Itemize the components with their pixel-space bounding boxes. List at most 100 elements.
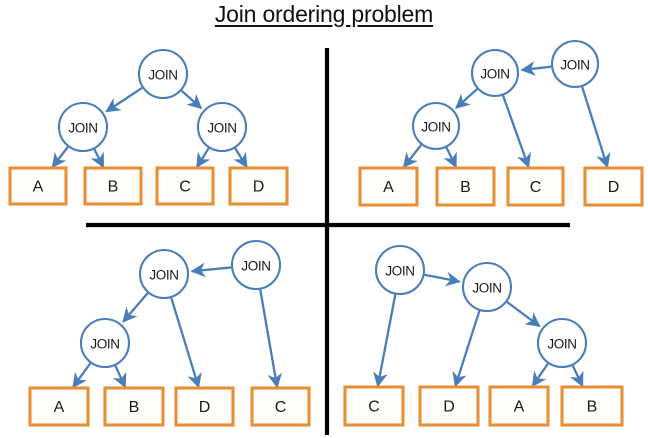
join-node[interactable]: JOIN — [411, 101, 461, 151]
quadrant-dividers — [86, 48, 570, 435]
tree-edge — [443, 147, 458, 169]
relation-box[interactable]: D — [174, 386, 235, 427]
relation-box[interactable]: B — [83, 166, 143, 206]
join-node-shape — [196, 101, 248, 153]
join-node[interactable]: JOIN — [196, 101, 248, 153]
join-node[interactable]: JOIN — [137, 48, 189, 100]
relation-box[interactable]: D — [418, 385, 480, 427]
tree-edge — [259, 289, 283, 389]
tree-edge — [402, 144, 423, 169]
relation-box-label: D — [253, 179, 265, 196]
join-node-shape — [536, 317, 588, 369]
relation-box-shape — [560, 385, 624, 427]
page-title-text: Join ordering problem — [214, 1, 434, 27]
relation-box[interactable]: B — [435, 166, 496, 207]
join-node-label: JOIN — [547, 337, 576, 352]
tree-edge — [233, 147, 248, 169]
join-node[interactable]: JOIN — [461, 261, 513, 313]
tree-edge — [501, 95, 531, 169]
join-node-label: JOIN — [68, 121, 97, 136]
relation-box[interactable]: C — [506, 166, 565, 207]
relation-box[interactable]: D — [583, 166, 644, 207]
tree-edge — [72, 362, 92, 389]
relation-box-label: D — [199, 399, 211, 416]
relation-box-label: C — [368, 399, 380, 416]
relation-box[interactable]: A — [28, 386, 90, 427]
join-node[interactable]: JOIN — [550, 39, 600, 89]
join-node-shape — [411, 101, 461, 151]
join-node-shape — [470, 48, 520, 98]
join-node-shape — [230, 239, 282, 291]
tree-edge — [170, 297, 202, 389]
join-node-shape — [79, 317, 131, 369]
tree-edge — [122, 292, 149, 323]
join-node-label: JOIN — [385, 264, 414, 279]
relation-box[interactable]: A — [358, 166, 419, 207]
relation-box[interactable]: C — [250, 386, 311, 427]
tree-edge — [373, 294, 397, 388]
relation-box-shape — [343, 385, 405, 427]
join-node-shape — [138, 248, 190, 300]
relation-box-shape — [8, 166, 68, 206]
relation-box-label: C — [275, 399, 287, 416]
tree-edge — [51, 146, 69, 169]
join-node-label: JOIN — [560, 58, 589, 73]
tree-edge — [105, 86, 143, 113]
tree-edge — [180, 89, 203, 110]
relation-box[interactable]: B — [560, 385, 624, 427]
relation-box[interactable]: B — [103, 386, 165, 427]
relation-box-shape — [583, 166, 644, 207]
join-node-label: JOIN — [472, 281, 501, 296]
relation-box-label: B — [587, 399, 598, 416]
relation-box-shape — [506, 166, 565, 207]
relation-box-shape — [83, 166, 143, 206]
join-node[interactable]: JOIN — [374, 244, 426, 296]
tree-edge — [112, 365, 127, 389]
tree-edge — [506, 301, 541, 328]
tree-edge — [455, 88, 478, 109]
relation-box-label: D — [443, 399, 455, 416]
relation-box-label: B — [108, 179, 119, 196]
join-node-shape — [461, 261, 513, 313]
join-node[interactable]: JOIN — [79, 317, 131, 369]
join-node-label: JOIN — [90, 337, 119, 352]
relation-box[interactable]: A — [8, 166, 68, 206]
join-node[interactable]: JOIN — [536, 317, 588, 369]
join-nodes-layer: JOIN JOIN JOIN JOIN JOIN JOIN JOIN JOIN JOIN JOIN… — [57, 39, 600, 369]
tree-edge — [190, 262, 232, 278]
relation-box-label: A — [514, 399, 525, 416]
join-node-shape — [374, 244, 426, 296]
relation-box-shape — [174, 386, 235, 427]
relation-box-shape — [228, 166, 289, 206]
join-node-shape — [550, 39, 600, 89]
join-node[interactable]: JOIN — [470, 48, 520, 98]
join-node-label: JOIN — [241, 259, 270, 274]
join-node[interactable]: JOIN — [230, 239, 282, 291]
join-node-label: JOIN — [148, 68, 177, 83]
page-title: Join ordering problem — [0, 1, 648, 27]
join-node-shape — [57, 101, 109, 153]
relation-box-shape — [358, 166, 419, 207]
tree-edge — [452, 310, 481, 388]
join-node[interactable]: JOIN — [138, 248, 190, 300]
tree-edge — [531, 363, 549, 388]
relation-box[interactable]: A — [488, 385, 550, 427]
join-node-label: JOIN — [480, 67, 509, 82]
tree-edge — [570, 365, 584, 388]
tree-edge — [581, 86, 611, 169]
relation-box-label: A — [33, 179, 44, 196]
relation-box-shape — [435, 166, 496, 207]
relation-box-label: B — [129, 399, 140, 416]
join-node[interactable]: JOIN — [57, 101, 109, 153]
join-node-shape — [137, 48, 189, 100]
join-node-label: JOIN — [207, 121, 236, 136]
relation-box-label: C — [530, 179, 542, 196]
relation-box-shape — [28, 386, 90, 427]
relation-box[interactable]: C — [155, 166, 215, 206]
relation-box-label: A — [54, 399, 65, 416]
relation-box[interactable]: C — [343, 385, 405, 427]
relation-box[interactable]: D — [228, 166, 289, 206]
relation-box-label: D — [608, 179, 620, 196]
relation-box-label: C — [179, 179, 191, 196]
